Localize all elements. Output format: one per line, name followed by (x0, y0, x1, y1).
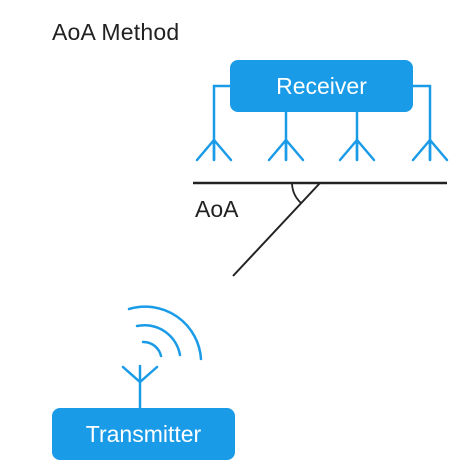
transmitter-label: Transmitter (85, 420, 202, 447)
diagram-title: AoA Method (52, 19, 180, 45)
angle-label: AoA (195, 196, 239, 222)
transmitter-antenna-icon (121, 364, 159, 410)
signal-waves-icon (127, 305, 203, 361)
antenna-icon (195, 138, 233, 162)
antenna-icon (338, 138, 376, 162)
transmitter-box: Transmitter (52, 408, 235, 460)
receiver-label: Receiver (276, 72, 367, 99)
receiver-box: Receiver (230, 60, 413, 112)
incoming-signal-ray (232, 182, 321, 277)
antenna-icon (411, 138, 449, 162)
antenna-icon (267, 138, 305, 162)
receiver-antenna-array (195, 138, 449, 162)
angle-arc-icon (291, 182, 302, 204)
